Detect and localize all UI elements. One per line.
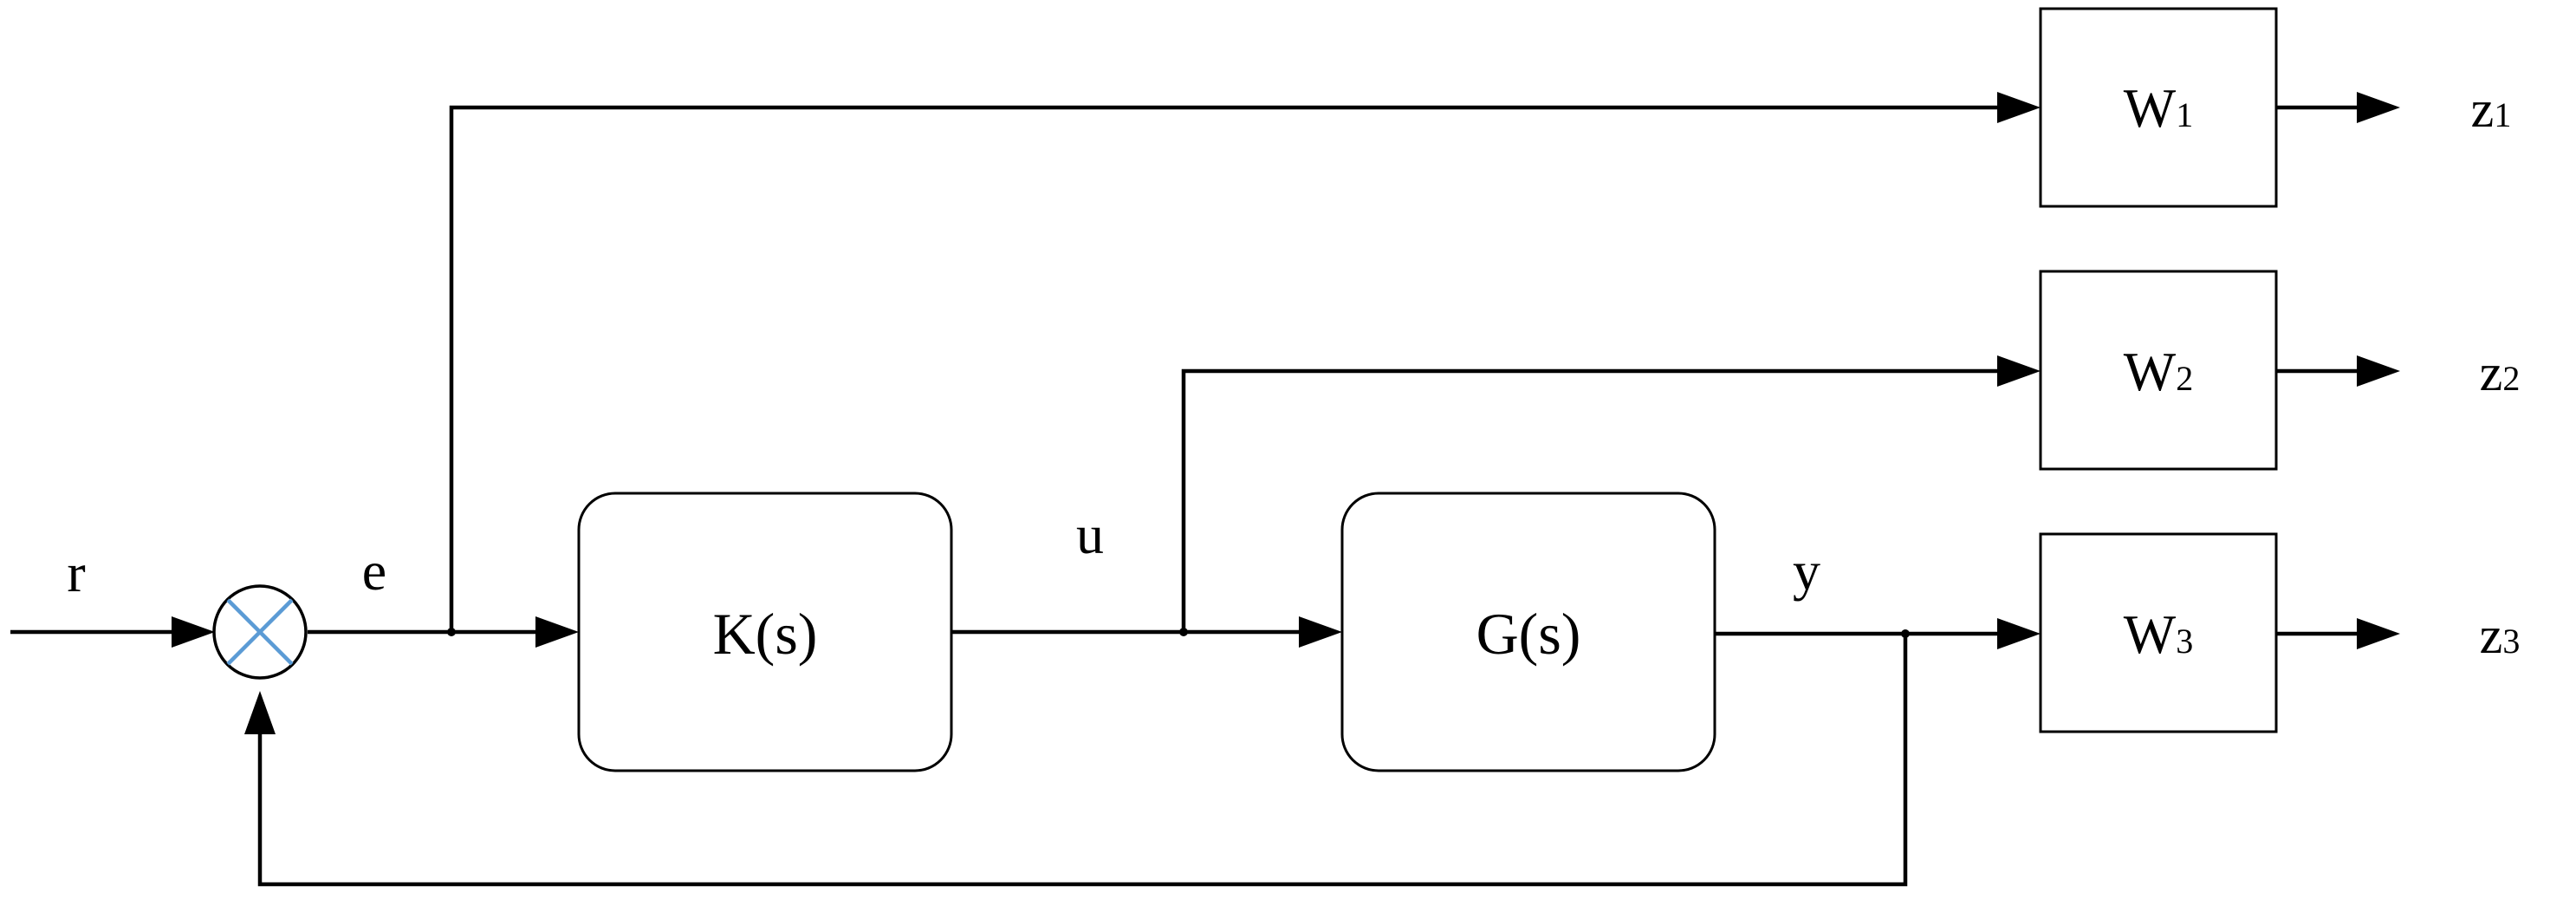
signal-label-e: e xyxy=(362,540,386,602)
arrowhead-feedback xyxy=(244,691,276,734)
signal-label-y: y xyxy=(1793,540,1820,602)
wire-e-to-w1 xyxy=(449,105,2010,632)
wire-feedback xyxy=(257,634,1908,887)
output-label-z1: z1 xyxy=(2471,81,2512,138)
junction-e xyxy=(447,628,456,636)
arrowhead-r xyxy=(172,616,215,648)
weight-block-3: W3 xyxy=(2039,532,2278,733)
signal-label-r: r xyxy=(67,542,85,603)
plant-label: G(s) xyxy=(1476,601,1581,667)
arrowhead-z3 xyxy=(2357,618,2400,649)
signal-label-u: u xyxy=(1076,504,1104,565)
arrowhead-w3 xyxy=(1997,618,2041,649)
arrowhead-u xyxy=(1299,616,1342,648)
wire-u-to-w2 xyxy=(1181,368,2010,632)
plant-block: G(s) xyxy=(1340,492,1716,772)
output-label-z2: z2 xyxy=(2480,344,2521,401)
arrowhead-z2 xyxy=(2357,355,2400,387)
arrowhead-e xyxy=(535,616,579,648)
controller-block: K(s) xyxy=(577,492,953,772)
arrowhead-w1 xyxy=(1997,92,2041,123)
output-label-z3: z3 xyxy=(2480,607,2521,664)
arrowhead-z1 xyxy=(2357,92,2400,123)
summing-cross-line-b xyxy=(226,598,294,666)
summing-junction xyxy=(212,584,308,680)
weight-block-2: W2 xyxy=(2039,270,2278,471)
controller-label: K(s) xyxy=(713,601,818,667)
arrowhead-w2 xyxy=(1997,355,2041,387)
junction-y xyxy=(1901,629,1910,638)
weight-block-1: W1 xyxy=(2039,7,2278,208)
weight-label-2: W2 xyxy=(2124,341,2193,402)
weight-label-1: W1 xyxy=(2124,77,2193,139)
junction-u xyxy=(1179,628,1188,636)
weight-label-3: W3 xyxy=(2124,603,2193,665)
